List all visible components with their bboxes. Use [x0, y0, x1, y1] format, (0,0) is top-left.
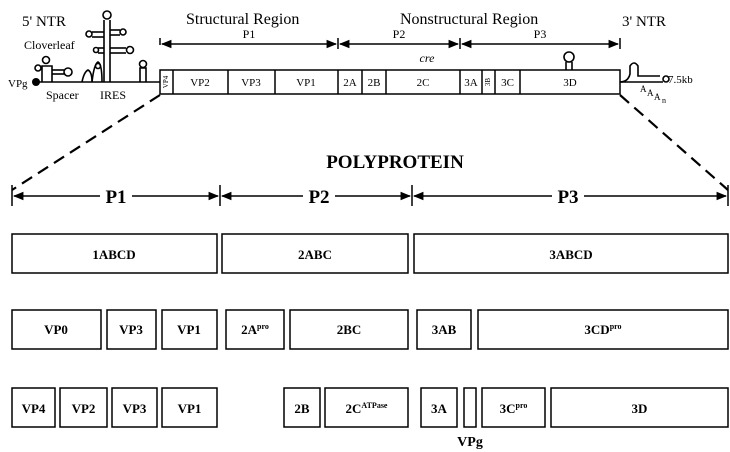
- pp-p3-bg: [552, 186, 584, 206]
- box-3abcd: [413, 233, 729, 274]
- label-3d: 3D: [632, 401, 648, 416]
- polya-n: n: [662, 96, 666, 105]
- box-2abc: [221, 233, 409, 274]
- label-3c-pro: 3Cpro: [500, 401, 528, 416]
- row2-boxes: [11, 309, 729, 350]
- box-2a-pro: [225, 309, 285, 350]
- seg-2b: 2B: [368, 77, 381, 89]
- seg-vp2: VP2: [190, 77, 210, 89]
- label-vp1-r2: VP1: [177, 322, 201, 337]
- polya-a3: A: [654, 92, 661, 102]
- box-vp4: [11, 387, 56, 428]
- vpg-dot: [32, 78, 40, 86]
- genome-length: 7.5kb: [668, 74, 693, 86]
- label-vp1-r3: VP1: [178, 401, 202, 416]
- label-3a: 3A: [431, 401, 448, 416]
- seg-vp1: VP1: [296, 77, 316, 89]
- label-vp3-r2: VP3: [119, 322, 143, 337]
- box-vpg: [463, 387, 477, 428]
- box-2bc: [289, 309, 409, 350]
- seg-vp4: VP4: [162, 75, 170, 88]
- polya-a1: A: [640, 84, 647, 94]
- seg-2a: 2A: [343, 77, 357, 89]
- box-1abcd: [11, 233, 218, 274]
- seg-3c: 3C: [501, 77, 514, 89]
- vpg-genome-label: VPg: [8, 78, 28, 90]
- cloverleaf-label: Cloverleaf: [24, 38, 75, 52]
- box-vp3-r3: [111, 387, 158, 428]
- label-3abcd: 3ABCD: [549, 247, 592, 262]
- label-2bc: 2BC: [337, 322, 362, 337]
- ntr3-label: 3' NTR: [622, 14, 666, 30]
- genome-p1-label: P1: [243, 27, 256, 41]
- box-vp2: [59, 387, 108, 428]
- box-3c-pro: [481, 387, 546, 428]
- label-vp3-r3: VP3: [123, 401, 147, 416]
- pp-p1-label: P1: [105, 187, 126, 208]
- genome-p3-label: P3: [534, 27, 547, 41]
- seg-3b: 3B: [484, 78, 492, 87]
- pp-p2-bg: [303, 186, 335, 206]
- label-2a-pro: 2Apro: [241, 322, 269, 337]
- label-3ab: 3AB: [432, 322, 457, 337]
- label-3cd-pro: 3CDpro: [584, 322, 621, 337]
- polya-a2: A: [647, 88, 654, 98]
- ntr5-structures: [34, 10, 160, 83]
- ntr3-structure: [619, 62, 670, 83]
- box-vp3-r2: [106, 309, 157, 350]
- ires-label: IRES: [100, 88, 126, 102]
- box-3d: [550, 387, 729, 428]
- genome-p2-label: P2: [393, 27, 406, 41]
- cre-label: cre: [420, 51, 436, 65]
- spacer-label: Spacer: [46, 88, 79, 102]
- row1-boxes: [11, 233, 729, 274]
- pp-p3-label: P3: [557, 187, 578, 208]
- ntr5-label: 5' NTR: [22, 14, 66, 30]
- expansion-lines: [11, 94, 729, 191]
- label-2abc: 2ABC: [298, 247, 332, 262]
- cre-stemloop: [563, 51, 575, 70]
- nonstructural-region-label: Nonstructural Region: [400, 11, 538, 28]
- genome-region-arrows: [159, 38, 621, 49]
- box-vp1-r2: [161, 309, 218, 350]
- label-1abcd: 1ABCD: [92, 247, 135, 262]
- box-2c-atpase: [324, 387, 409, 428]
- label-vp0: VP0: [44, 322, 68, 337]
- seg-3d: 3D: [563, 77, 577, 89]
- label-vpg: VPg: [457, 435, 483, 450]
- label-2c-atpase: 2CATPase: [346, 401, 388, 416]
- box-3cd-pro: [477, 309, 729, 350]
- label-vp4: VP4: [22, 401, 46, 416]
- pp-p1-bg: [100, 186, 132, 206]
- pp-p2-label: P2: [308, 187, 329, 208]
- box-3a: [420, 387, 458, 428]
- seg-2c: 2C: [417, 77, 430, 89]
- label-2b: 2B: [294, 401, 310, 416]
- box-2b: [283, 387, 321, 428]
- genome-orf: [159, 69, 621, 95]
- seg-3a: 3A: [464, 77, 478, 89]
- seg-vp3: VP3: [241, 77, 261, 89]
- row3-boxes: [11, 387, 729, 428]
- structural-region-label: Structural Region: [186, 11, 299, 28]
- polyprotein-title: POLYPROTEIN: [326, 152, 464, 173]
- label-vp2: VP2: [72, 401, 96, 416]
- box-vp0: [11, 309, 102, 350]
- box-vp1-r3: [161, 387, 218, 428]
- box-3ab: [416, 309, 472, 350]
